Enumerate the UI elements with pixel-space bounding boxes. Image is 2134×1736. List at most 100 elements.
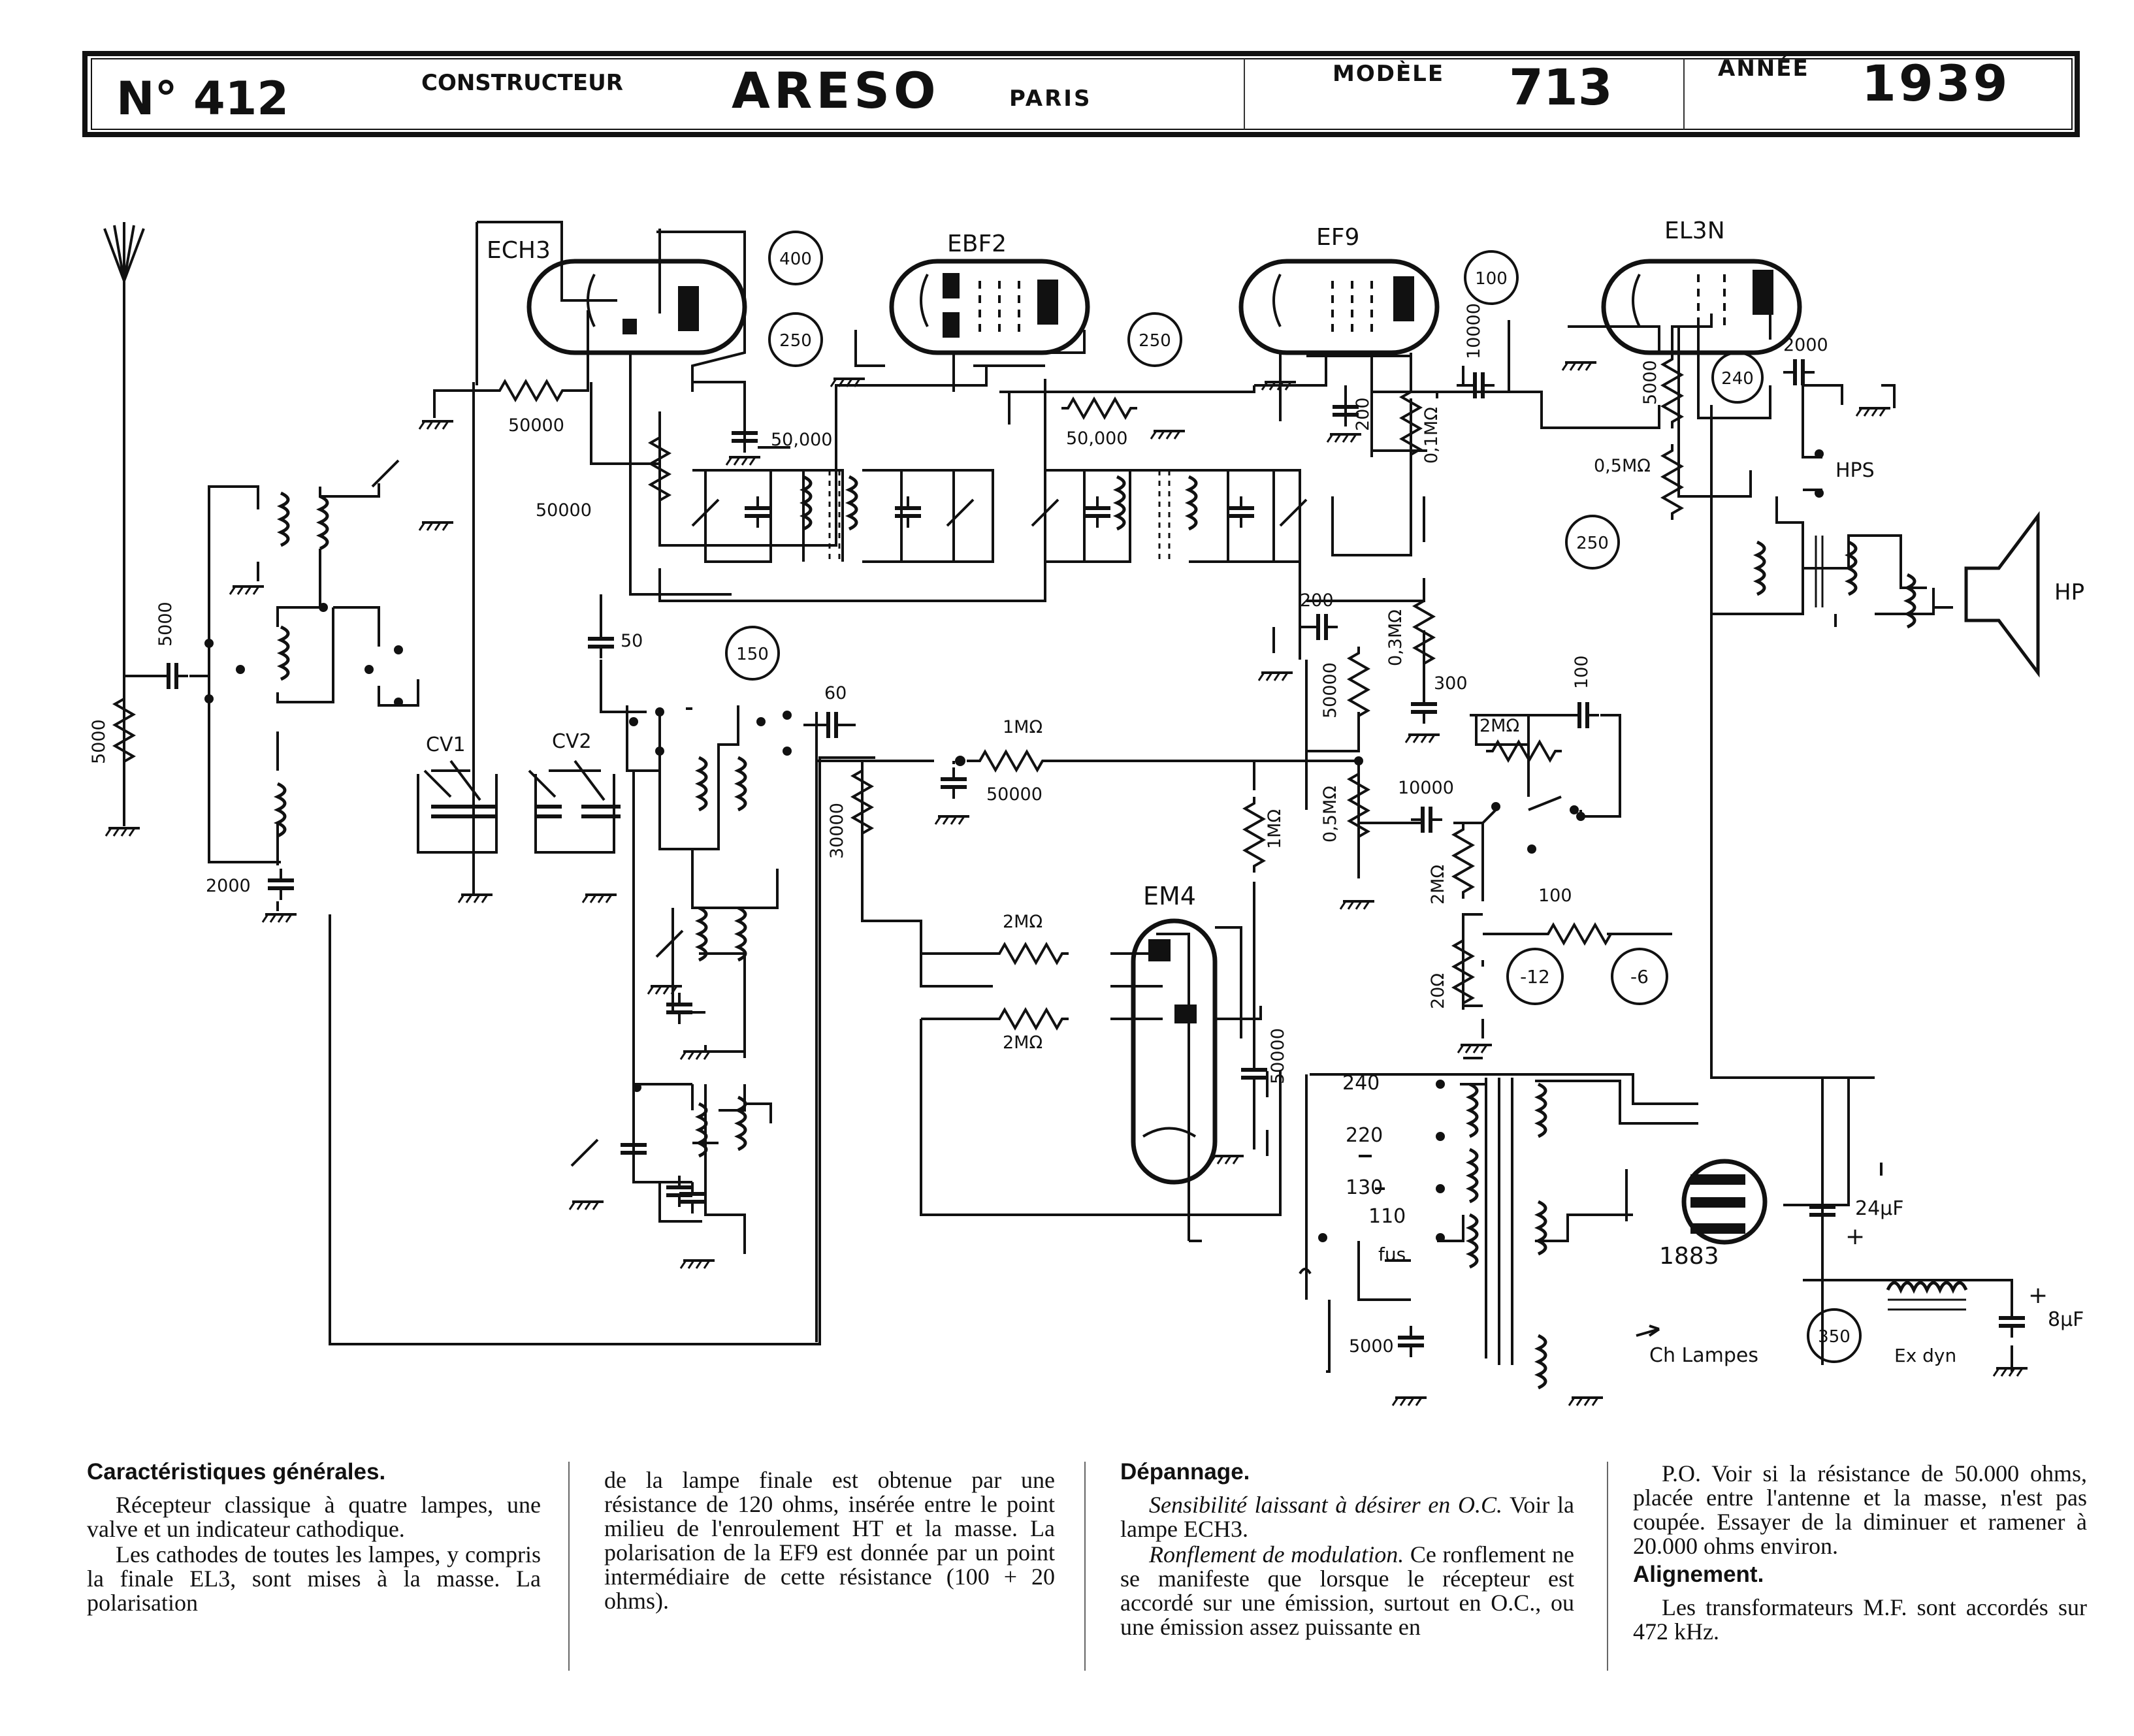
label-tap-110: 110: [1368, 1205, 1406, 1228]
label-r50000-ebf2: 50,000: [1066, 428, 1127, 449]
cv-plates: [431, 805, 621, 818]
label-r03m: 0,3MΩ: [1385, 609, 1406, 666]
label-r100-bias: 100: [1538, 886, 1572, 906]
voltage-minus-12: -12: [1520, 966, 1550, 988]
label-r2m-grid: 2MΩ: [1428, 865, 1448, 905]
dep-1-italic: Sensibilité laissant à désirer en O.C.: [1149, 1492, 1502, 1518]
label-fus: fus: [1378, 1244, 1406, 1265]
voltage-250-el3: 250: [1576, 534, 1609, 553]
label-c50: 50: [621, 631, 643, 651]
label-r20-bias: 20Ω: [1428, 973, 1448, 1009]
label-r50000-osc: 50000: [536, 500, 592, 521]
variable-capacitors: [371, 459, 1308, 1167]
label-hps: HPS: [1835, 459, 1875, 482]
alignement-title: Alignement.: [1633, 1562, 1764, 1587]
label-c24uf: 24µF: [1855, 1197, 1904, 1220]
label-r2m-em4a: 2MΩ: [1003, 912, 1043, 932]
header-frame: [82, 51, 2080, 137]
label-c100-tone: 100: [1572, 655, 1592, 689]
label-c50000-agc: 50000: [986, 784, 1043, 805]
label-r50000-grid: 50000: [508, 415, 564, 436]
voltage-250-ech3: 250: [779, 331, 812, 351]
header-constructor-label: CONSTRUCTEUR: [421, 70, 623, 96]
label-c8uf: 8µF: [2048, 1308, 2084, 1331]
voltage-150: 150: [736, 645, 769, 664]
column-divider-2: [1084, 1462, 1086, 1671]
column-divider-1: [568, 1462, 570, 1671]
voltage-240: 240: [1721, 369, 1754, 389]
mains-plug: [1299, 1268, 1660, 1337]
tube-envelopes: [526, 259, 1802, 1245]
tube-label-ebf2: EBF2: [947, 231, 1007, 257]
column-depannage: Dépannage. Sensibilité laissant à désire…: [1120, 1460, 1574, 1641]
label-c50000-em4: 50000: [1268, 1028, 1288, 1084]
switch-contacts: [204, 449, 1824, 1242]
label-c2000-el3: 2000: [1783, 335, 1828, 355]
label-cv1: CV1: [426, 733, 466, 756]
label-plus-8uf: +: [2028, 1282, 2048, 1309]
header-model: 713: [1509, 58, 1613, 116]
tube-label-ech3: ECH3: [487, 237, 551, 264]
voltage-markers: [725, 231, 1862, 1363]
column-divider-3: [1607, 1462, 1608, 1671]
label-c50000-top: 50,000: [771, 430, 832, 450]
header-model-label: MODÈLE: [1333, 60, 1444, 87]
voltage-100: 100: [1475, 269, 1508, 289]
header-brand: ARESO: [732, 61, 940, 120]
label-r05m-el3: 0,5MΩ: [1594, 456, 1651, 476]
dep-1-rest: Voir la lampe ECH3.: [1120, 1492, 1574, 1542]
label-tap-220: 220: [1346, 1124, 1383, 1147]
column-polarisation: de la lampe finale est obtenue par une r…: [604, 1468, 1055, 1615]
label-hp: HP: [2054, 579, 2084, 605]
tube-label-em4: EM4: [1143, 882, 1196, 910]
header-year-label: ANNÉE: [1718, 55, 1809, 82]
label-r1m-em4: 1MΩ: [1265, 809, 1285, 849]
header-number: N° 412: [116, 72, 289, 125]
label-c10000-pot: 10000: [1398, 778, 1454, 798]
label-r30000: 30000: [827, 803, 847, 859]
voltage-350: 350: [1818, 1327, 1851, 1347]
voltage-400: 400: [779, 249, 812, 269]
component-labels: 50000 50000 50,000 50,000 5000 5000 2000…: [89, 303, 2084, 1367]
col4-text: P.O. Voir si la résistance de 50.000 ohm…: [1633, 1460, 2087, 1559]
general-p2: Les cathodes de toutes les lampes, y com…: [87, 1541, 541, 1616]
label-c2000-ant: 2000: [206, 876, 251, 896]
label-plus-24uf: +: [1845, 1223, 1865, 1250]
header-city: PARIS: [1009, 86, 1091, 112]
label-c200-ef9: 200: [1353, 397, 1373, 431]
tube-label-rect: 1883: [1659, 1243, 1719, 1270]
col2-text: de la lampe finale est obtenue par une r…: [604, 1467, 1055, 1614]
label-ex-dyn: Ex dyn: [1894, 1345, 1956, 1366]
voltage-250-ebf2: 250: [1139, 331, 1171, 351]
tube-internals: [587, 270, 1773, 1234]
tube-label-ef9: EF9: [1316, 224, 1359, 251]
label-r2m-tone: 2MΩ: [1479, 716, 1519, 736]
label-cv2: CV2: [552, 730, 592, 753]
voltage-minus-6: -6: [1630, 966, 1649, 988]
choke: [1886, 1281, 1968, 1294]
grounds: [105, 361, 2029, 1407]
label-ch-lampes: Ch Lampes: [1649, 1344, 1758, 1367]
tube-label-el3n: EL3N: [1664, 217, 1725, 244]
dep-2-rest: Ce ronflement ne se manifeste que lorsqu…: [1120, 1541, 1574, 1640]
general-title: Caractéristiques générales.: [87, 1459, 386, 1485]
label-c60: 60: [824, 683, 847, 703]
label-tap-240: 240: [1342, 1072, 1380, 1095]
label-r5000-ant: 5000: [89, 719, 109, 764]
general-p1: Récepteur classique à quatre lampes, une…: [87, 1492, 541, 1542]
label-r5000-el3: 5000: [1640, 360, 1660, 405]
label-c5000-ant: 5000: [155, 602, 176, 647]
label-c5000-mains: 5000: [1349, 1336, 1394, 1357]
label-c10000-ef9: 10000: [1464, 303, 1484, 359]
label-c300: 300: [1434, 673, 1468, 694]
label-c200-det: 200: [1300, 590, 1334, 611]
label-tap-130: 130: [1346, 1176, 1383, 1199]
dep-2-italic: Ronflement de modulation.: [1149, 1541, 1404, 1567]
wiring: [103, 221, 2040, 1373]
iron-cores: [828, 470, 1966, 1311]
label-r2m-em4b: 2MΩ: [1003, 1033, 1043, 1053]
label-r05m-pot: 0,5MΩ: [1320, 786, 1340, 843]
column-alignement: P.O. Voir si la résistance de 50.000 ohm…: [1633, 1462, 2087, 1645]
alignement-text: Les transformateurs M.F. sont accordés s…: [1633, 1594, 2087, 1645]
label-r1m: 1MΩ: [1003, 717, 1043, 737]
